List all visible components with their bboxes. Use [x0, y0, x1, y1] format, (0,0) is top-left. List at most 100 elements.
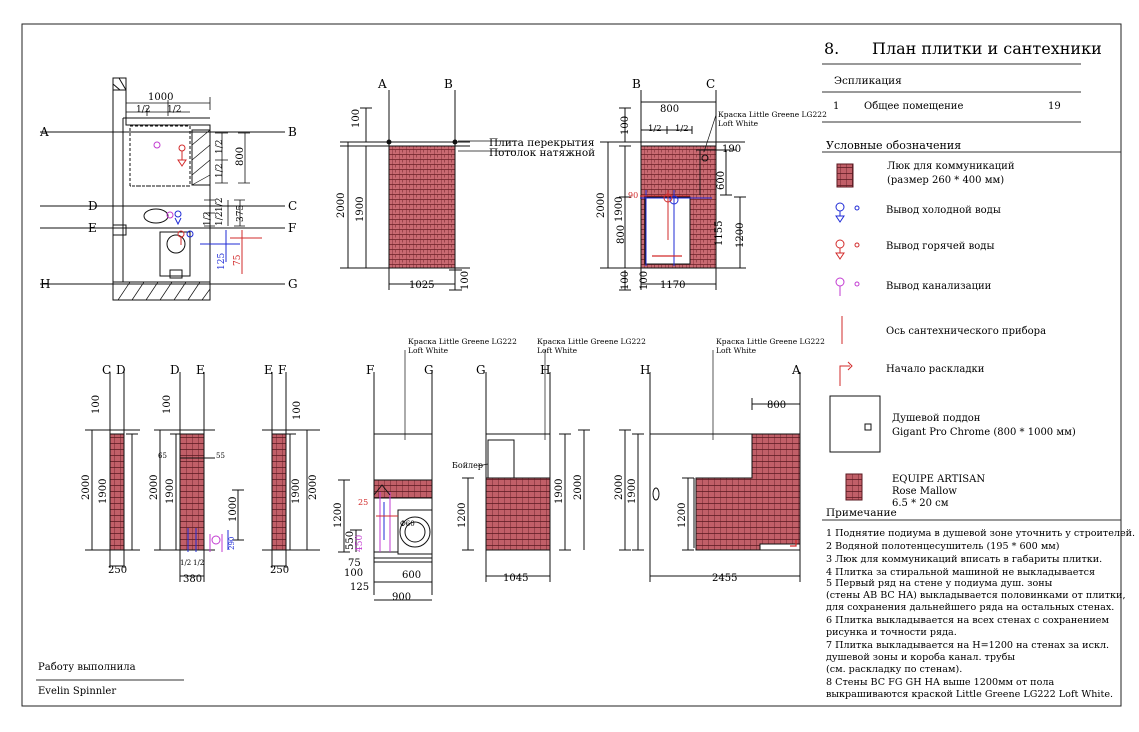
tile-icon [845, 473, 863, 501]
wall-fg-dim-1200: 1200 [333, 503, 344, 528]
shower-tray-icon [829, 395, 881, 453]
wall-ha-note: Краска Little Greene LG222 [716, 337, 825, 346]
wall-bc-dim-1200: 1200 [735, 223, 746, 248]
plan-dim-1000: 1000 [148, 92, 173, 103]
plan-dim-375: 375 [236, 205, 246, 222]
wall-ab-labels: A B Плита перекрытия Потолок натяжной 10… [336, 77, 595, 291]
legend-tile-sub: Rose Mallow [892, 486, 957, 497]
wall-bc-dim-100: 100 [620, 116, 631, 135]
explication-row-name: Общее помещение [864, 101, 963, 112]
wall-cd-elevation [85, 372, 140, 568]
wall-fg-elevation [338, 350, 433, 601]
wall-bc-labels: B C Краска Little Greene LG222 Loft Whit… [596, 77, 827, 291]
cold-water-icon [835, 202, 860, 223]
wall-de-dim-2000: 2000 [149, 475, 160, 500]
wall-ha-dim-800: 800 [767, 400, 786, 411]
notes-list: 1 Поднятие подиума в душевой зоне уточни… [826, 528, 1135, 700]
wall-gh-dim-1045: 1045 [503, 573, 528, 584]
wall-de-dim-half-1: 1/2 [180, 559, 191, 567]
plan-axis-a: A [39, 125, 49, 139]
note-line: рисунка и точности ряда. [826, 627, 957, 638]
wall-bc-note2: Loft White [718, 119, 759, 128]
hot-water-icon [835, 239, 860, 260]
legend-texts: Люк для коммуникаций (размер 260 * 400 м… [826, 161, 1076, 519]
sheet-title: План плитки и сантехники [872, 39, 1102, 58]
wall-fg-dim-f60: Ф60 [400, 520, 415, 528]
wall-ef-dim-100: 100 [292, 401, 303, 420]
note-line: 8 Стены BC FG GH HA выше 1200мм от пола [826, 677, 1054, 688]
wall-cd-dim-2000: 2000 [81, 475, 92, 500]
plan-axis-e: E [88, 221, 97, 235]
wall-de-labels: D E 100 65 55 2000 1900 1000 290 1/2 1/2… [149, 363, 239, 585]
plan-axis-c: C [288, 199, 297, 213]
wall-gh-boiler: Бойлер [452, 461, 483, 470]
wall-bc-axis-c: C [706, 77, 715, 91]
plan-labels: A B D C E F H G 1000 1/2 1/2 1/2 1/2 800… [39, 92, 298, 291]
note-line: 2 Водяной полотенцесушитель (195 * 600 м… [826, 541, 1059, 552]
note-line: (стены AB BC HA) выкладывается половинка… [826, 590, 1126, 601]
legend-hatch-sub: (размер 260 * 400 мм) [887, 175, 1004, 186]
wall-bc-dim-800b: 800 [616, 225, 627, 244]
wall-ab-dim-2000: 2000 [336, 193, 347, 218]
legend-tray-label: Душевой поддон [892, 413, 981, 424]
hatch-icon [836, 163, 854, 188]
author-name: Evelin Spinnler [38, 686, 116, 697]
legend-tile-sub2: 6.5 * 20 см [892, 498, 949, 509]
wall-gh-note2: Loft White [537, 346, 578, 355]
wall-gh-labels: G H Краска Little Greene LG222 Loft Whit… [452, 337, 646, 584]
plan-dim-half-2: 1/2 [167, 105, 181, 115]
author-block: Работу выполнила Evelin Spinnler [36, 662, 184, 697]
wall-de-dim-1000: 1000 [228, 497, 239, 522]
wall-gh-dim-1200: 1200 [457, 503, 468, 528]
wall-cd-dim-250: 250 [108, 565, 127, 576]
wall-bc-dim-100b: 100 [620, 271, 631, 290]
wall-ha-labels: H A Краска Little Greene LG222 Loft Whit… [614, 337, 825, 584]
legend-tile-label: EQUIPE ARTISAN [892, 474, 985, 485]
sewer-icon [835, 277, 860, 296]
plan-axis-d: D [88, 199, 98, 213]
wall-de-dim-380: 380 [183, 574, 202, 585]
wall-cd-axis-d: D [116, 363, 126, 377]
wall-bc-note: Краска Little Greene LG222 [718, 110, 827, 119]
plan-dim-half-4: 1/2 [215, 164, 225, 178]
wall-gh-axis-h: H [540, 363, 550, 377]
wall-ab-axis-b: B [444, 77, 453, 91]
start-layout-icon [839, 361, 853, 386]
wall-ef-elevation [262, 372, 320, 568]
wall-gh-dim-1900: 1900 [554, 479, 565, 504]
note-line: выкрашиваются краской Little Greene LG22… [826, 689, 1113, 700]
wall-bc-dim-100c: 100 [639, 271, 650, 290]
wall-de-dim-65: 65 [158, 452, 167, 460]
wall-fg-dim-25: 25 [358, 498, 368, 507]
note-line: для сохранения дальнейшего ряда на остал… [826, 602, 1114, 613]
wall-cd-axis-c: C [102, 363, 111, 377]
wall-ef-dim-250: 250 [270, 565, 289, 576]
wall-ef-labels: E F 100 1900 2000 250 [264, 363, 319, 576]
wall-ab-dim-100b: 100 [460, 271, 471, 290]
plan-dim-half-6: 1/2 [215, 212, 225, 226]
note-line: 5 Первый ряд на стене у подиума душ. зон… [826, 578, 1053, 589]
wall-bc-elevation [600, 90, 746, 291]
wall-fg-dim-75: 75 [348, 558, 361, 569]
note-line: душевой зоны и короба канал. трубы [826, 652, 1015, 663]
wall-bc-dim-half-1: 1/2 [648, 124, 662, 134]
wall-fg-dim-550: 550 [345, 531, 356, 550]
plan-axis-h: H [40, 277, 50, 291]
wall-fg-dim-600: 600 [402, 570, 421, 581]
wall-de-axis-e: E [196, 363, 205, 377]
wall-ef-axis-e: E [264, 363, 273, 377]
wall-ha-dim-1900: 1900 [627, 479, 638, 504]
wall-ab-note-slab: Плита перекрытия [489, 137, 595, 149]
wall-gh-elevation [462, 350, 590, 582]
legend-icons [829, 163, 881, 501]
wall-gh-note: Краска Little Greene LG222 [537, 337, 646, 346]
wall-ha-axis-h: H [640, 363, 650, 377]
legend-heading: Условные обозначения [826, 139, 961, 152]
legend-cold-label: Вывод холодной воды [886, 205, 1001, 216]
wall-cd-labels: C D 100 2000 1900 250 [81, 363, 127, 576]
title-block [822, 63, 1121, 521]
wall-bc-dim-half-2: 1/2 [675, 124, 689, 134]
wall-ha-dim-2455: 2455 [712, 573, 737, 584]
floor-plan [40, 77, 285, 301]
legend-axis-label: Ось сантехнического прибора [886, 326, 1046, 337]
